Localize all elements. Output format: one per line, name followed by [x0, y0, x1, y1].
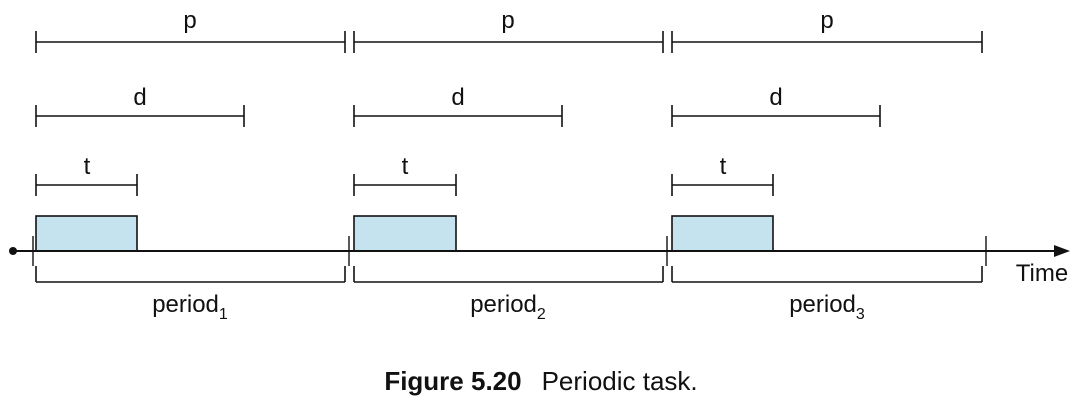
d-bracket-3	[671, 105, 881, 127]
time-axis-label: Time	[1016, 260, 1068, 287]
t-bracket-1	[35, 174, 138, 196]
p-label-1: p	[183, 7, 196, 34]
p-label-2: p	[501, 7, 514, 34]
p-bracket-3	[671, 31, 983, 53]
period-label-3: period3	[789, 291, 865, 323]
axis-origin-dot	[9, 247, 17, 255]
p-label-3: p	[820, 7, 833, 34]
period-bracket-3	[671, 266, 983, 283]
task-block-3	[671, 215, 774, 252]
d-label-3: d	[769, 84, 782, 111]
cycle-2	[353, 31, 664, 283]
period-label-1: period1	[152, 291, 228, 323]
t-label-2: t	[402, 153, 409, 180]
time-axis	[9, 236, 1070, 266]
cycle-1	[35, 31, 346, 283]
task-block-2	[353, 215, 457, 252]
t-bracket-2	[353, 174, 457, 196]
period-bracket-1	[35, 266, 346, 283]
figure-title: Periodic task.	[541, 366, 698, 396]
figure-number: Figure 5.20	[384, 366, 522, 396]
periodic-task-diagram: p p p d d d t t t Time period1 period2 p…	[9, 7, 1070, 323]
t-label-1: t	[84, 153, 91, 180]
t-bracket-3	[671, 174, 774, 196]
task-block-1	[35, 215, 138, 252]
figure-caption: Figure 5.20 Periodic task.	[0, 366, 1082, 397]
period-bracket-2	[353, 266, 664, 283]
d-bracket-1	[35, 105, 245, 127]
period-label-2: period2	[470, 291, 546, 323]
t-label-3: t	[720, 153, 727, 180]
p-bracket-2	[353, 31, 664, 53]
axis-arrowhead	[1054, 245, 1070, 257]
cycle-3	[671, 31, 983, 283]
d-label-1: d	[133, 84, 146, 111]
d-label-2: d	[451, 84, 464, 111]
axis-ticks	[32, 236, 987, 266]
d-bracket-2	[353, 105, 563, 127]
p-bracket-1	[35, 31, 346, 53]
